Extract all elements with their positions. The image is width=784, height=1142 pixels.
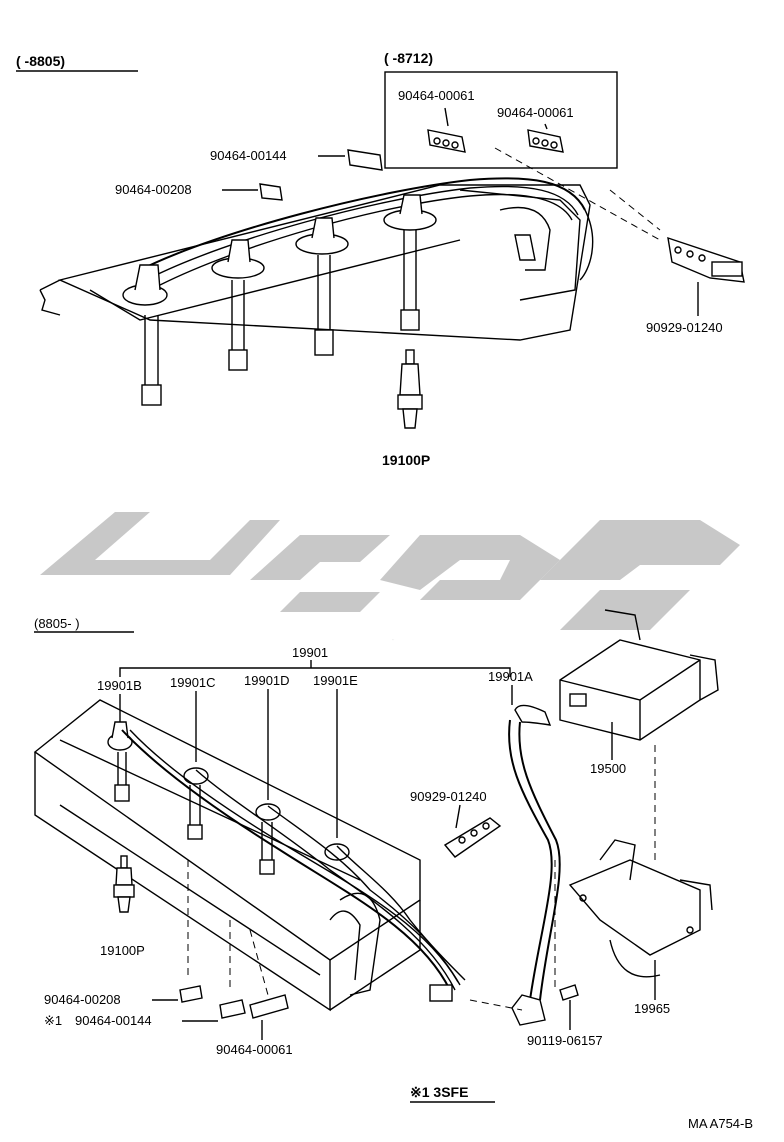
- leader-dashed: [469, 999, 523, 1011]
- label-wire-a: 19901A: [488, 669, 533, 684]
- plug-boots-top: [122, 194, 437, 306]
- label-clamp-a2: 90464-00061: [497, 105, 574, 120]
- holder-part-bottom: [443, 817, 502, 858]
- label-bracket: 19965: [634, 1001, 670, 1016]
- label-clamp-b: 90464-00144: [210, 148, 287, 163]
- label-clamp-144: 90464-00144: [75, 1013, 152, 1028]
- label-wire-d: 19901D: [244, 673, 290, 688]
- label-clamp-a1: 90464-00061: [398, 88, 475, 103]
- bottom-section: (8805- ) 19901 19901B 19901C 19901D 1990…: [33, 609, 719, 1103]
- label-wire-set: 19901: [292, 645, 328, 660]
- leader: [455, 804, 461, 829]
- engine-head-bottom: [33, 699, 421, 1012]
- leader-dashed: [609, 189, 661, 231]
- leader-dashed: [494, 147, 661, 241]
- label-coil: 19500: [590, 761, 626, 776]
- label-wire-b: 19901B: [97, 678, 142, 693]
- clamp-c-part: [259, 183, 283, 201]
- watermark-logo: تویوتا: [40, 512, 740, 641]
- coil-lead-part: [508, 704, 561, 1026]
- spark-plug-bottom: [113, 855, 135, 913]
- bracket-part: [568, 839, 713, 978]
- range-label-bottom: (8805- ): [34, 616, 80, 631]
- label-wire-c: 19901C: [170, 675, 216, 690]
- clamp-a2-part: [527, 129, 564, 153]
- footnote: ※1 3SFE: [410, 1084, 468, 1100]
- range-label-top-left: ( -8805): [16, 53, 65, 69]
- label-plug-top: 19100P: [382, 452, 430, 468]
- label-clamp-144-prefix: ※1: [44, 1013, 62, 1028]
- bolt-part: [559, 984, 579, 1030]
- label-wire-e: 19901E: [313, 673, 358, 688]
- wire-bundle-bottom: [121, 729, 466, 1002]
- plug-boots-bottom: [107, 721, 350, 875]
- ignition-coil-part: [559, 609, 719, 741]
- clamp-208-part: [179, 985, 203, 1003]
- spark-plug-top: [397, 349, 423, 429]
- wire-leaders: [119, 685, 513, 838]
- clamp-a1-part: [427, 129, 466, 153]
- wire-bundle-top: [139, 177, 594, 286]
- label-clamp-c: 90464-00208: [115, 182, 192, 197]
- plug-leads-top: [141, 230, 420, 406]
- watermark-text: تویوتا: [391, 639, 395, 641]
- bracket-line: [119, 667, 511, 677]
- range-label-top-right: ( -8712): [384, 50, 433, 66]
- clamp-061-part: [249, 994, 289, 1019]
- holder-part-top: [667, 236, 745, 283]
- label-holder-top: 90929-01240: [646, 320, 723, 335]
- leader: [544, 123, 548, 130]
- figure-code: MA A754-B: [688, 1116, 753, 1131]
- label-holder-bottom: 90929-01240: [410, 789, 487, 804]
- top-section: ( -8805) ( -8712) 90464-00061 90464-0006…: [16, 50, 745, 468]
- clamp-144-part: [219, 999, 246, 1019]
- label-plug-bottom: 19100P: [100, 943, 145, 958]
- label-bolt: 90119-06157: [527, 1033, 603, 1048]
- clamp-b-part: [347, 149, 383, 171]
- label-clamp-208: 90464-00208: [44, 992, 121, 1007]
- label-clamp-061: 90464-00061: [216, 1042, 293, 1057]
- leader: [444, 107, 449, 127]
- engine-head-top: [39, 184, 591, 341]
- inset-box: [384, 71, 618, 169]
